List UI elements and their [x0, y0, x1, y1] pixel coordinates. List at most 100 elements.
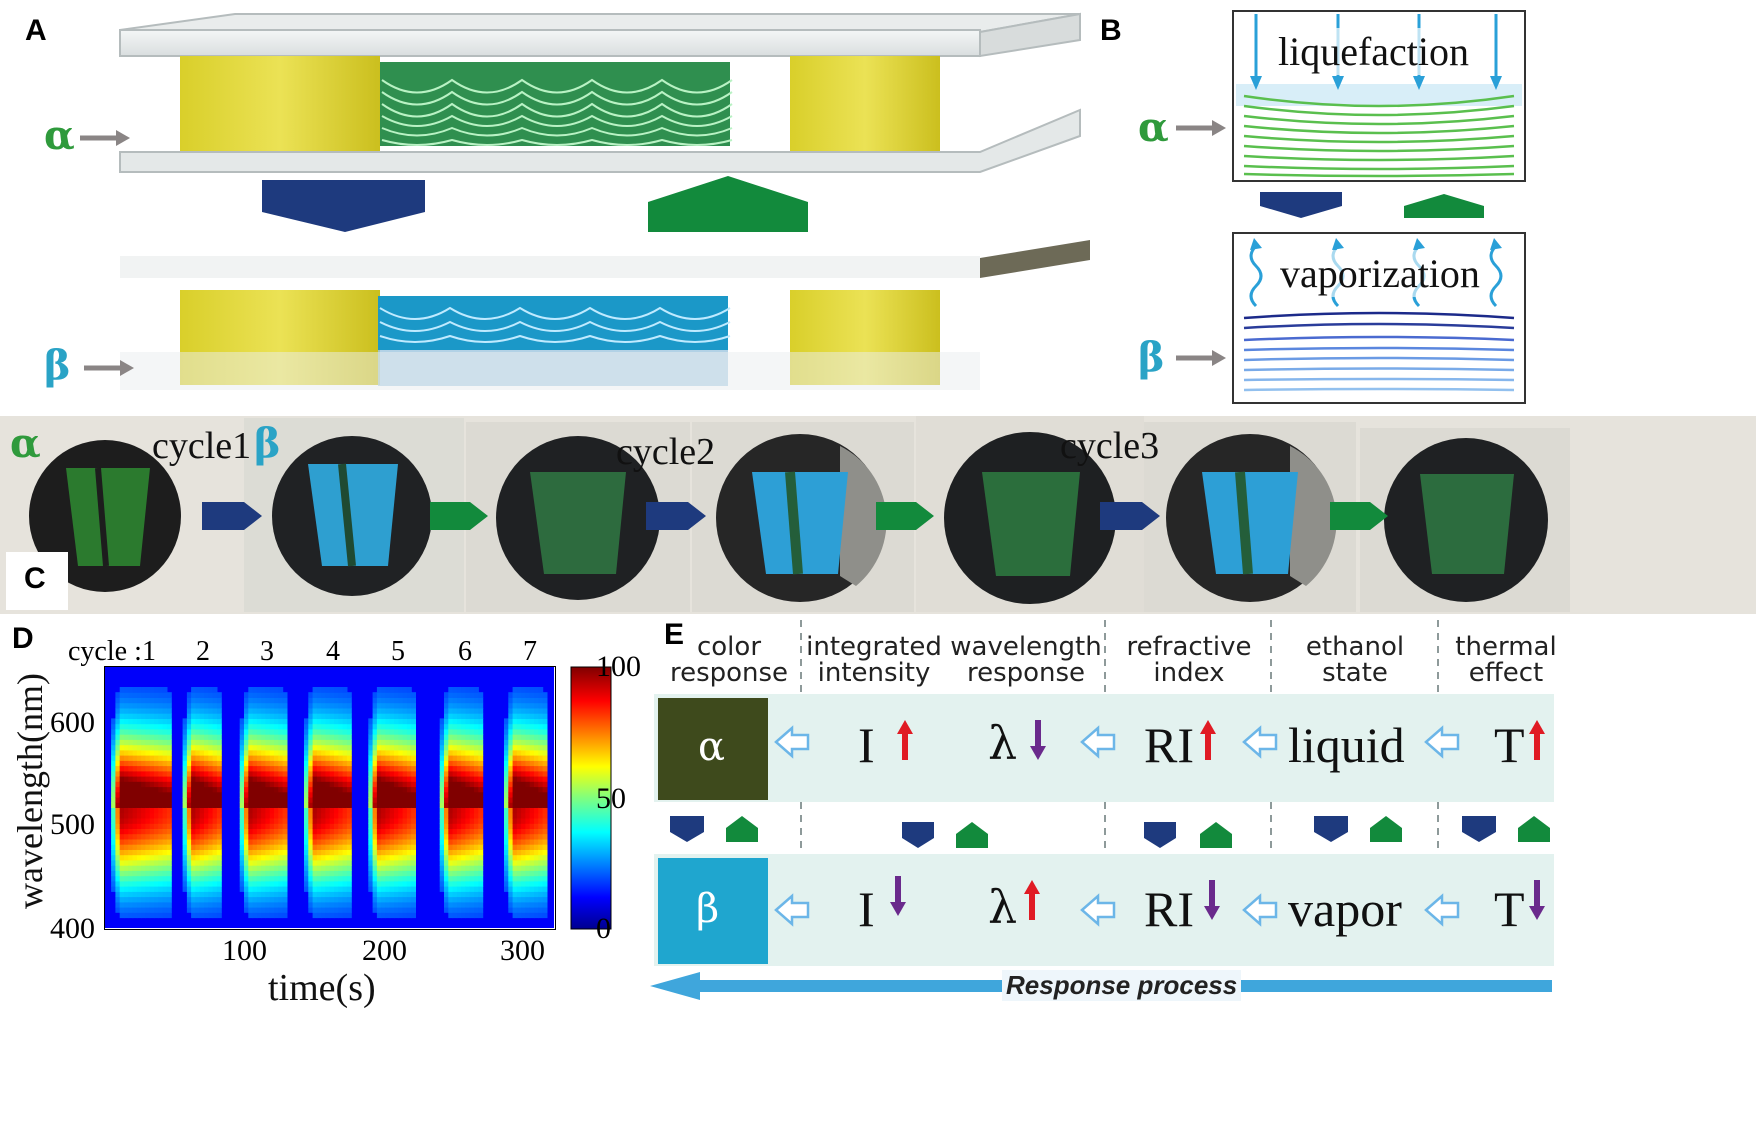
heatmap-cell [342, 781, 348, 788]
heatmap-cell [456, 807, 462, 814]
heatmap-cell [132, 901, 138, 908]
heatmap-cell [465, 723, 471, 730]
heatmap-cell [512, 692, 518, 698]
heatmap-cell [411, 859, 416, 866]
heatmap-cell [406, 797, 412, 803]
heatmap-cell [516, 854, 522, 861]
heatmap-cell [252, 791, 258, 798]
heatmap-cell [516, 849, 522, 856]
heatmap-cell [195, 812, 201, 819]
heatmap-cell [321, 760, 326, 767]
heatmap-cell [278, 749, 284, 756]
heatmap-cell [186, 723, 192, 730]
heatmap-cell [376, 770, 382, 777]
hollow-arrow-icon [1080, 726, 1116, 758]
heatmap-cell [329, 807, 335, 814]
heatmap-cell [115, 734, 121, 740]
heatmap-cell [448, 854, 454, 861]
heatmap-cell [115, 776, 121, 782]
heatmap-cell [154, 744, 159, 751]
heatmap-cell [212, 744, 218, 751]
heatmap-cell [325, 713, 331, 719]
heatmap-cell [248, 786, 254, 793]
heatmap-cell [154, 791, 159, 798]
heatmap-cell [248, 907, 254, 913]
heatmap-cell [444, 776, 449, 782]
heatmap-cell [128, 854, 134, 861]
heatmap-cell [381, 781, 386, 788]
heatmap-cell [538, 912, 544, 919]
heatmap-cell [212, 838, 218, 845]
heatmap-cell [325, 755, 331, 761]
heatmap-cell [204, 880, 209, 887]
heatmap-cell [398, 723, 404, 730]
heatmap-cell [342, 702, 348, 709]
heatmap-cell [508, 707, 514, 714]
heatmap-cell [402, 802, 408, 808]
heatmap-cell [448, 760, 454, 767]
heatmap-cell [269, 765, 275, 772]
heatmap-cell [244, 844, 249, 850]
heatmap-cell [529, 697, 535, 704]
heatmap-cell [256, 760, 262, 767]
heatmap-cell [312, 812, 318, 819]
heatmap-cell [154, 728, 159, 735]
heatmap-cell [248, 749, 254, 756]
heatmap-cell [504, 886, 509, 892]
heatmap-cell [195, 891, 201, 898]
heatmap-cell [132, 723, 138, 730]
heatmap-cell [439, 802, 445, 808]
heatmap-cell [512, 749, 518, 756]
heatmap-cell [145, 765, 151, 772]
heatmap-cell [474, 833, 479, 840]
heatmap-cell [199, 781, 205, 788]
heatmap-cell [381, 854, 386, 861]
heatmap-cell [149, 802, 155, 808]
heatmap-cell [115, 854, 121, 861]
heatmap-cell [239, 739, 245, 746]
heatmap-cell [195, 823, 201, 829]
heatmap-cell [406, 833, 412, 840]
heatmap-cell [521, 734, 526, 740]
heatmap-cell [398, 838, 404, 845]
heatmap-cell [338, 692, 344, 698]
heatmap-cell [132, 865, 138, 871]
heatmap-cell [256, 739, 262, 746]
heatmap-cell [329, 687, 335, 693]
heatmap-cell [534, 854, 539, 861]
heatmap-cell [212, 760, 218, 767]
heatmap-cell [321, 880, 326, 887]
heatmap-cell [444, 781, 449, 788]
heatmap-cell [119, 844, 125, 850]
heatmap-cell [372, 786, 378, 793]
heatmap-cell [212, 723, 218, 730]
heatmap-cell [402, 755, 408, 761]
heatmap-cell [444, 854, 449, 861]
heatmap-cell [452, 776, 458, 782]
heatmap-cell [398, 791, 404, 798]
heatmap-cell [199, 744, 205, 751]
heatmap-cell [141, 823, 146, 829]
heatmap-cell [186, 875, 192, 882]
heatmap-cell [444, 713, 449, 719]
heatmap-cell [212, 907, 218, 913]
heatmap-cell [269, 687, 275, 693]
heatmap-cell [534, 880, 539, 887]
heatmap-cell [248, 707, 254, 714]
heatmap-cell [312, 859, 318, 866]
heatmap-cell [216, 697, 222, 704]
heatmap-cell [212, 739, 218, 746]
heatmap-cell [141, 760, 146, 767]
heatmap-cell [338, 854, 344, 861]
heatmap-cell [312, 723, 318, 730]
heatmap-cell [162, 760, 168, 767]
heatmap-cell [208, 912, 214, 919]
heatmap-cell [248, 718, 254, 725]
heatmap-cell [394, 781, 399, 788]
heatmap-cell [529, 880, 535, 887]
heatmap-cell [312, 886, 318, 892]
heatmap-cell [529, 765, 535, 772]
heatmap-cell [115, 886, 121, 892]
heatmap-cell [128, 907, 134, 913]
heatmap-cell [141, 723, 146, 730]
